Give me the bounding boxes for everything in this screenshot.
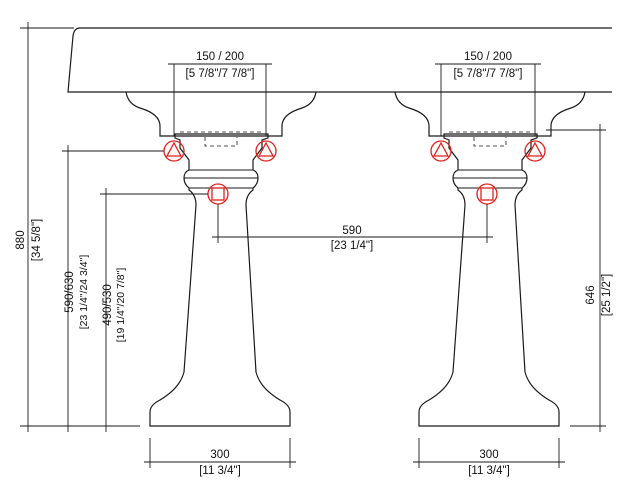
drain-spacing-mm: 590 [342, 225, 361, 237]
drain-height-in: [19 1/4"/20 7/8"] [115, 268, 127, 343]
right-anchor-marker-1 [430, 140, 452, 162]
left-anchor-marker-2 [255, 140, 277, 162]
left-bowl-underside [125, 91, 317, 137]
right-drain-marker [476, 183, 498, 205]
drain-height-mm: 490/530 [102, 284, 114, 326]
pedestal-height-in: [25 1/2"] [601, 274, 613, 316]
right-base-width-dimension: 300 [11 3/4"] [413, 438, 565, 477]
left-bowl-width-mm: 150 / 200 [196, 51, 244, 63]
right-bowl-underside [394, 91, 586, 137]
total-height-dimension: 880 [34 5/8"] [15, 22, 140, 432]
left-base-width-in: [11 3/4"] [199, 465, 241, 477]
countertop-outline [67, 27, 612, 93]
rim-height-in: [23 1/4"/24 3/4"] [78, 255, 90, 330]
left-base-width-dimension: 300 [11 3/4"] [144, 438, 296, 477]
rim-height-dimension: 590/630 [23 1/4"/24 3/4"] [62, 145, 164, 432]
left-drain-marker [207, 183, 229, 205]
drain-spacing-in: [23 1/4"] [331, 240, 373, 252]
right-bowl-width-in: [5 7/8"/7 7/8"] [454, 68, 523, 80]
total-height-in: [34 5/8"] [31, 219, 43, 261]
drain-height-dimension: 490/530 [19 1/4"/20 7/8"] [100, 188, 208, 432]
pedestal-height-mm: 646 [585, 285, 597, 304]
right-anchor-marker-2 [524, 140, 546, 162]
drain-spacing-dimension: 590 [23 1/4"] [212, 204, 493, 252]
right-pedestal [418, 131, 560, 427]
total-height-mm: 880 [15, 230, 27, 249]
right-bowl-width-mm: 150 / 200 [464, 51, 512, 63]
left-bowl-width-in: [5 7/8"/7 7/8"] [186, 68, 255, 80]
left-base-width-mm: 300 [210, 449, 229, 461]
left-anchor-marker-1 [163, 140, 185, 162]
right-bowl-width-dimension: 150 / 200 [5 7/8"/7 7/8"] [435, 51, 541, 136]
left-pedestal [149, 131, 291, 427]
left-bowl-width-dimension: 150 / 200 [5 7/8"/7 7/8"] [168, 51, 272, 136]
right-base-width-in: [11 3/4"] [468, 465, 510, 477]
pedestal-height-dimension: 646 [25 1/2"] [546, 124, 613, 432]
rim-height-mm: 590/630 [64, 271, 76, 313]
right-base-width-mm: 300 [479, 449, 498, 461]
